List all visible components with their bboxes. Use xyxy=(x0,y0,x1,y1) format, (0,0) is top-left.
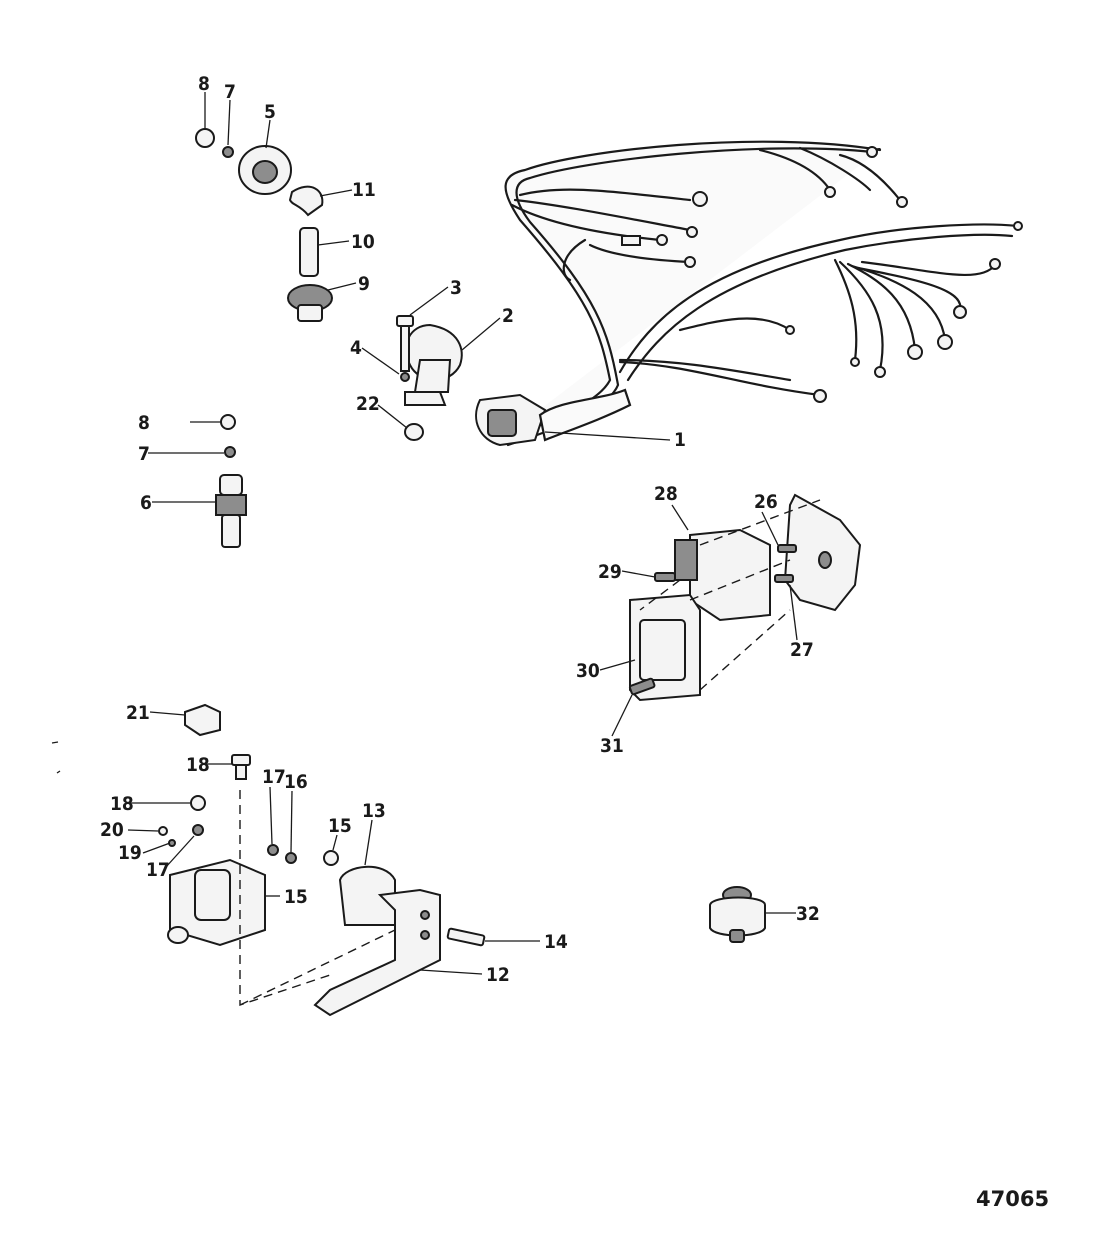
circuit-breaker xyxy=(184,703,221,737)
terminal-bolt xyxy=(231,754,251,780)
elbow-fitting xyxy=(288,185,324,217)
callout-labels: 8 7 5 11 10 9 3 2 4 22 8 7 6 1 28 26 29 … xyxy=(100,73,820,986)
switch-washer xyxy=(224,446,236,458)
bracket-bolt xyxy=(446,927,486,947)
clamp-bolt xyxy=(396,315,414,372)
oil-pressure-switch xyxy=(215,474,247,548)
callout-18-mid: 18 xyxy=(110,793,134,815)
callout-10: 10 xyxy=(351,231,375,253)
callout-17-low: 17 xyxy=(146,859,170,881)
callout-12: 12 xyxy=(486,964,510,986)
top-lockwasher xyxy=(222,146,234,158)
mounting-bracket xyxy=(313,888,441,1017)
print-speck-2 xyxy=(56,770,61,774)
callout-31: 31 xyxy=(600,735,624,757)
callout-2: 2 xyxy=(502,305,514,327)
callout-32: 32 xyxy=(796,903,820,925)
pipe-nipple xyxy=(299,227,319,277)
clamp-washer xyxy=(400,372,410,382)
callout-15-top: 15 xyxy=(328,815,352,837)
callout-5: 5 xyxy=(264,101,276,123)
knock-sensor xyxy=(709,886,766,943)
callout-21: 21 xyxy=(126,702,150,724)
callout-16: 16 xyxy=(284,771,308,793)
leader-lines xyxy=(127,92,798,975)
top-nut xyxy=(195,128,215,148)
callout-8-mid: 8 xyxy=(138,412,150,434)
alignment-line-module xyxy=(639,499,821,691)
callout-15-low: 15 xyxy=(284,886,308,908)
callout-22: 22 xyxy=(356,393,380,415)
module-screw-lower xyxy=(774,574,794,583)
ecm-control-module xyxy=(629,593,701,702)
callout-17-top: 17 xyxy=(262,766,286,788)
callout-30: 30 xyxy=(576,660,600,682)
terminal-washer-small xyxy=(158,826,168,836)
alignment-line-lower xyxy=(239,790,396,1006)
callout-14: 14 xyxy=(544,931,568,953)
callout-13: 13 xyxy=(362,800,386,822)
terminal-nut xyxy=(190,795,206,811)
relay-nut xyxy=(267,844,279,856)
terminal-lockwasher xyxy=(192,824,204,836)
temperature-sender xyxy=(238,145,292,195)
module-bracket xyxy=(783,493,862,612)
callout-3: 3 xyxy=(450,277,462,299)
clamp-nut xyxy=(404,423,424,441)
drawing-number: 47065 xyxy=(976,1187,1049,1211)
ecm-screw xyxy=(628,677,656,696)
starter-solenoid xyxy=(167,858,266,947)
callout-7-top: 7 xyxy=(224,81,236,103)
callout-28: 28 xyxy=(654,483,678,505)
module-screw-left xyxy=(654,572,676,582)
callout-8-top: 8 xyxy=(198,73,210,95)
callout-18-top: 18 xyxy=(186,754,210,776)
print-speck xyxy=(51,741,59,744)
ignition-module xyxy=(674,528,771,622)
callout-7-mid: 7 xyxy=(138,443,150,465)
switch-nut xyxy=(220,414,236,430)
callout-1: 1 xyxy=(674,429,686,451)
callout-6: 6 xyxy=(140,492,152,514)
adapter-fitting xyxy=(287,284,333,322)
callout-26: 26 xyxy=(754,491,778,513)
relay-lockwasher xyxy=(285,852,297,864)
module-screw-upper xyxy=(777,544,797,553)
callout-29: 29 xyxy=(598,561,622,583)
wiring-harness xyxy=(475,140,1023,447)
callout-11: 11 xyxy=(352,179,376,201)
callout-27: 27 xyxy=(790,639,814,661)
callout-4: 4 xyxy=(350,337,362,359)
clamp-bracket xyxy=(404,323,463,406)
callout-19: 19 xyxy=(118,842,142,864)
callout-20: 20 xyxy=(100,819,124,841)
callout-9: 9 xyxy=(358,273,370,295)
relay-washer xyxy=(323,850,339,866)
